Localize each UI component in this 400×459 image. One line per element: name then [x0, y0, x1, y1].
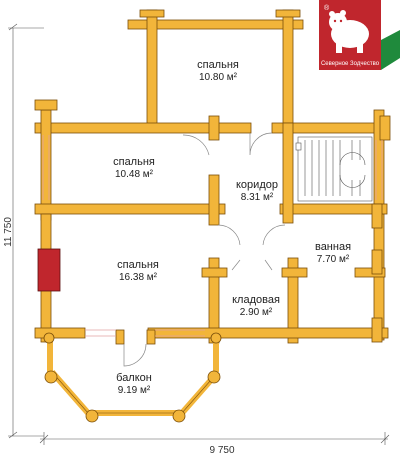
room-area-bedroom-3: 16.38 м² [119, 272, 158, 283]
wall-corridor-right [282, 122, 294, 224]
room-name-corridor: коридор [236, 179, 278, 191]
wall-top-upper [127, 19, 304, 30]
wall-corridor-left [208, 174, 220, 226]
balcony-post [172, 409, 186, 423]
wall-h2-left [34, 122, 252, 134]
wall-balcony-right-post [146, 329, 156, 345]
room-name-storage: кладовая [232, 294, 280, 306]
room-name-bathroom: ванная [315, 241, 351, 253]
wall-balcony-left-post [115, 329, 125, 345]
stove [37, 248, 61, 292]
dimensions: 11 750 9 750 [3, 23, 390, 456]
room-area-balcony: 9.19 м² [118, 385, 151, 396]
room-area-bedroom-2: 10.48 м² [115, 169, 154, 180]
wall-bath-mid [354, 267, 386, 278]
room-labels: спальня 10.80 м² спальня 10.48 м² коридо… [113, 59, 351, 396]
doors [123, 132, 286, 367]
wall-h3-right [279, 203, 388, 215]
dimension-width: 9 750 [209, 445, 234, 456]
brand-logo: ® Северное Зодчество [319, 0, 400, 70]
balcony-post [85, 409, 99, 423]
wall-storage-top-left [201, 267, 228, 278]
room-area-storage: 2.90 м² [240, 307, 273, 318]
wall-storage-top-right [281, 267, 308, 278]
balcony-post [44, 370, 58, 384]
room-name-bedroom-1: спальня [197, 59, 239, 71]
room-name-balcony: балкон [116, 372, 152, 384]
room-name-bedroom-3: спальня [117, 259, 159, 271]
staircase [295, 136, 373, 202]
wall-bottom-mid [147, 327, 389, 339]
log-ends [34, 9, 391, 343]
balcony-post [43, 332, 55, 344]
wall-right-upper [282, 9, 294, 131]
windows [42, 135, 383, 337]
room-area-corridor: 8.31 м² [241, 192, 274, 203]
wall-bottom-left [34, 327, 86, 339]
logo-text: Северное Зодчество [321, 61, 380, 67]
dimension-height: 11 750 [3, 217, 14, 247]
wall-storage-right [287, 257, 299, 344]
bear-icon [329, 10, 369, 53]
wall-left-outer-1 [40, 109, 52, 221]
balcony-post [210, 332, 222, 344]
wall-left-upper [146, 9, 158, 131]
room-area-bathroom: 7.70 м² [317, 254, 350, 265]
room-name-bedroom-2: спальня [113, 156, 155, 168]
room-area-bedroom-1: 10.80 м² [199, 72, 238, 83]
balcony-post [207, 370, 221, 384]
logo-mark: ® [324, 4, 330, 12]
wall-h3-left [34, 203, 226, 215]
balcony [43, 332, 222, 423]
